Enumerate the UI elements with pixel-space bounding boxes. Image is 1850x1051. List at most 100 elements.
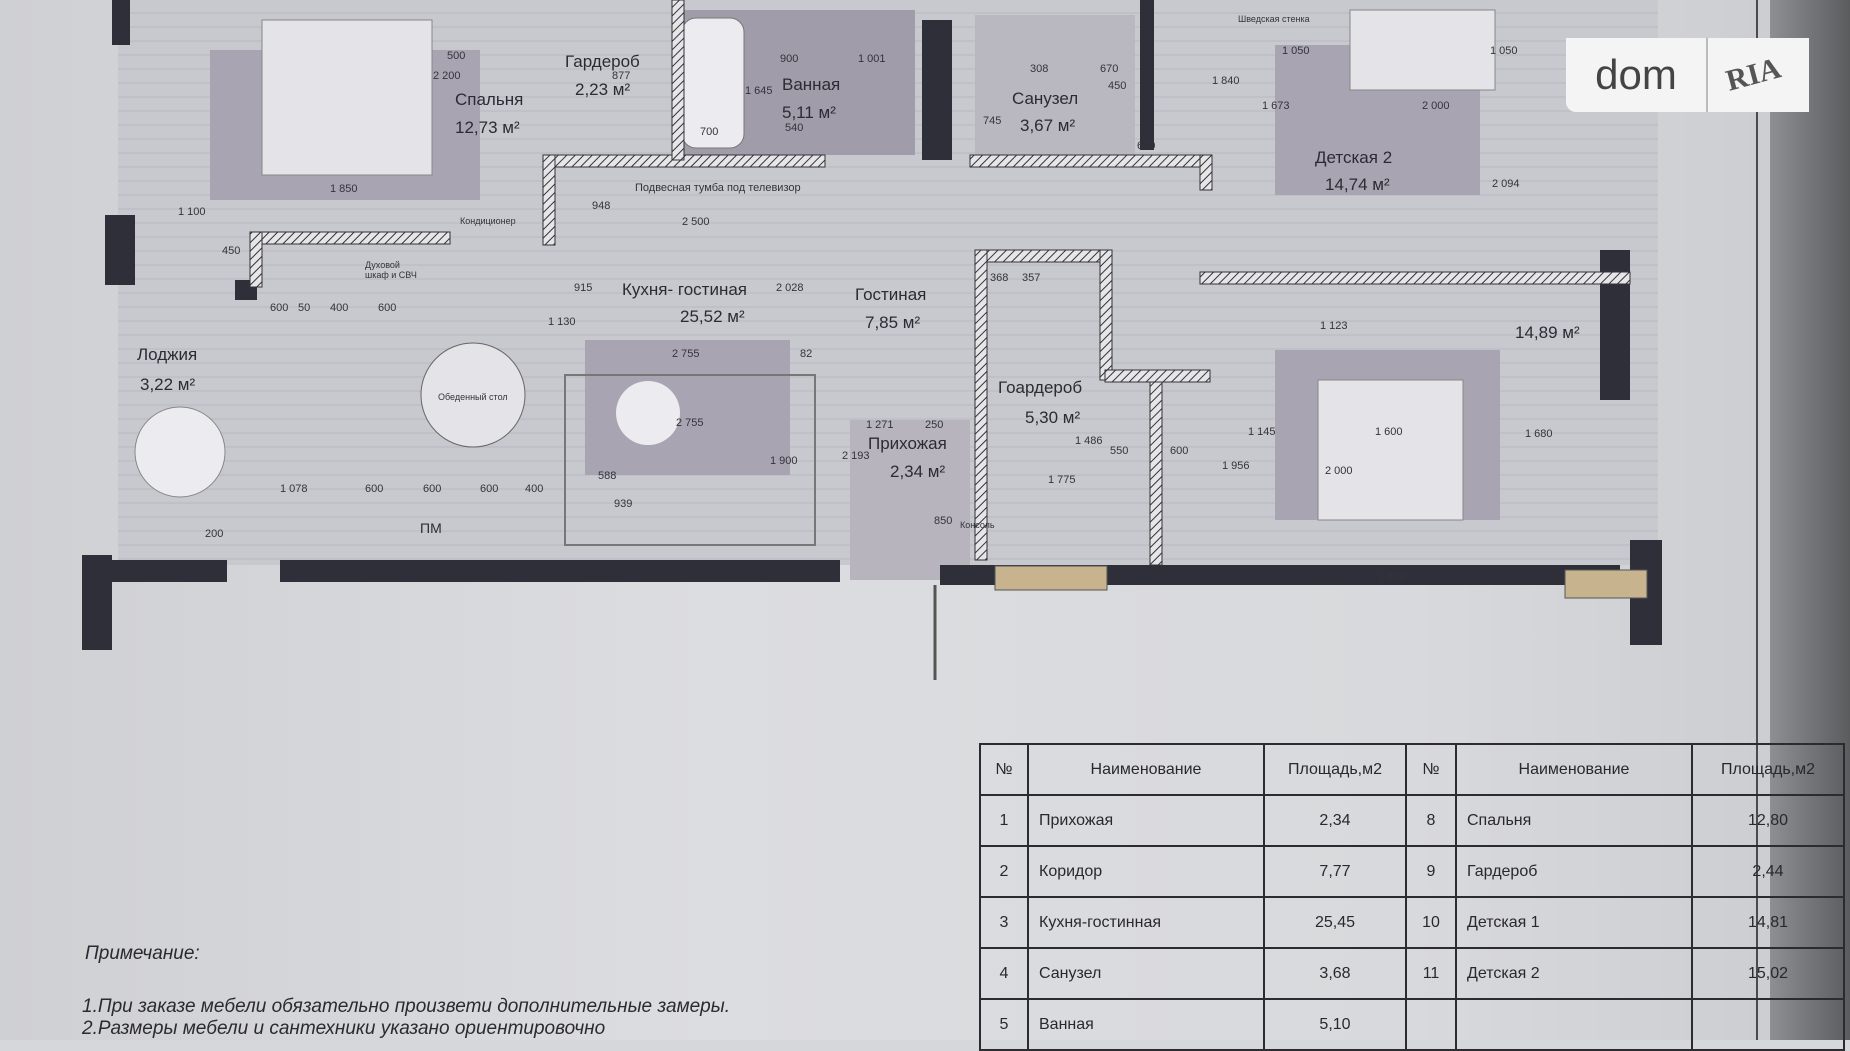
- dimension-label: 1 600: [1378, 571, 1406, 583]
- domria-logo: dom RIA: [1566, 38, 1809, 112]
- table-header: №: [1405, 743, 1457, 796]
- sheet-frame-line: [1756, 0, 1758, 1040]
- dimension-label: 2 500: [682, 216, 710, 228]
- furniture-label-console: Консоль: [960, 520, 995, 530]
- round-rug: [616, 381, 680, 445]
- table-row: 1 Прихожая 2,34 8 Спальня 12,80: [979, 794, 1845, 847]
- table-cell: 2: [979, 845, 1029, 898]
- logo-mark: RIA: [1722, 51, 1785, 98]
- table-header: Площадь,м2: [1263, 743, 1407, 796]
- notes-title: Примечание:: [85, 943, 200, 964]
- sofa: [564, 374, 816, 546]
- dimension-label: 1 001: [858, 53, 886, 65]
- furniture-label-tv-stand: Подвесная тумба под телевизор: [635, 182, 801, 194]
- dimension-label: 2 000: [1422, 100, 1450, 112]
- table-cell: Кухня-гостинная: [1027, 896, 1265, 949]
- dimension-label: 915: [574, 282, 593, 294]
- dimension-label: 900: [780, 53, 799, 65]
- table-cell: 3,68: [1263, 947, 1407, 1000]
- room-label-kitchen-living: Кухня- гостиная: [622, 280, 747, 299]
- table-cell: 5,10: [1263, 998, 1407, 1051]
- room-label-kids2: Детская 2: [1315, 148, 1393, 167]
- table-cell: 7,77: [1263, 845, 1407, 898]
- room-area-living: 7,85 м²: [865, 313, 921, 332]
- dimension-label: 2 193: [842, 450, 870, 462]
- dimension-label: 1 050: [1490, 45, 1518, 57]
- table-cell: 2,44: [1691, 845, 1845, 898]
- note-item: 2.Размеры мебели и сантехники указано ор…: [82, 1018, 606, 1039]
- dimension-label: 600: [480, 483, 499, 495]
- room-label-wardrobe2: Гоардероб: [998, 378, 1083, 397]
- floor-plan: [82, 0, 1662, 680]
- logo-divider: [1706, 38, 1708, 112]
- furniture-label-dishwasher: ПМ: [420, 520, 442, 536]
- dimension-label: 600: [365, 483, 384, 495]
- table-header: Наименование: [1027, 743, 1265, 796]
- table-cell: Спальня: [1455, 794, 1693, 847]
- dimension-label: 450: [1108, 80, 1127, 92]
- dimension-label: 2 200: [433, 70, 461, 82]
- table-cell: Гардероб: [1455, 845, 1693, 898]
- logo-text: dom: [1595, 51, 1677, 98]
- furniture-label-oven: Духовой шкаф и СВЧ: [365, 260, 417, 280]
- kids2-bed: [1349, 9, 1496, 91]
- furniture-label-wall-bars: Шведская стенка: [1238, 14, 1310, 24]
- dimension-label: 400: [330, 302, 349, 314]
- dimension-label: 1 078: [280, 483, 308, 495]
- room-area-kids1: 14,89 м²: [1515, 323, 1580, 342]
- dimension-label: 1 673: [1262, 100, 1290, 112]
- table-cell: [1691, 998, 1845, 1051]
- table-cell: Прихожая: [1027, 794, 1265, 847]
- table-header: №: [979, 743, 1029, 796]
- dimension-label: 1 100: [178, 206, 206, 218]
- dimension-label: 2 000: [1325, 465, 1353, 477]
- dimension-label: 50: [298, 302, 311, 314]
- dimension-label: 700: [700, 126, 719, 138]
- dimension-label: 450: [222, 245, 241, 257]
- room-area-table: № Наименование Площадь,м2 № Наименование…: [979, 743, 1845, 1051]
- furniture-label-aircon: Кондиционер: [460, 216, 516, 226]
- dimension-label: 357: [1022, 272, 1041, 284]
- toilet-room: [975, 15, 1135, 155]
- dimension-label: 1 680: [1525, 428, 1553, 440]
- table-row: 2 Коридор 7,77 9 Гардероб 2,44: [979, 845, 1845, 898]
- room-area-kids2: 14,74 м²: [1325, 175, 1390, 194]
- room-area-hallway: 2,34 м²: [890, 462, 946, 481]
- table-row: 3 Кухня-гостинная 25,45 10 Детская 1 14,…: [979, 896, 1845, 949]
- dimension-label: 540: [785, 122, 804, 134]
- room-area-loggia: 3,22 м²: [140, 375, 196, 394]
- room-label-wardrobe: Гардероб: [565, 52, 640, 71]
- dimension-label: 1 850: [330, 183, 358, 195]
- room-label-hallway: Прихожая: [868, 434, 947, 453]
- room-area-bedroom: 12,73 м²: [455, 118, 520, 137]
- dimension-label: 600: [1170, 445, 1189, 457]
- dimension-label: 1 050: [1282, 45, 1310, 57]
- dimension-label: 1 840: [1212, 75, 1240, 87]
- room-area-bathroom: 5,11 м²: [782, 103, 836, 122]
- window-bottom-right: [1564, 569, 1648, 599]
- dimension-label: 850: [934, 515, 953, 527]
- dimension-label: 200: [205, 528, 224, 540]
- dimension-label: 1 145: [1248, 426, 1276, 438]
- room-label-living: Гостиная: [855, 285, 927, 304]
- room-area-toilet: 3,67 м²: [1020, 116, 1076, 135]
- kids1-bed: [1317, 379, 1464, 521]
- dimension-label: 600: [423, 483, 442, 495]
- dimension-label: 308: [1030, 63, 1049, 75]
- dimension-label: 2 755: [672, 348, 700, 360]
- table-cell: Детская 2: [1455, 947, 1693, 1000]
- table-cell: 10: [1405, 896, 1457, 949]
- dimension-label: 2 028: [776, 282, 804, 294]
- dimension-label: 600: [1137, 140, 1156, 152]
- dimension-label: 82: [800, 348, 813, 360]
- dimension-label: 1 130: [548, 316, 576, 328]
- dimension-label: 550: [1110, 445, 1129, 457]
- dimension-label: 1 486: [1075, 435, 1103, 447]
- dimension-label: 1 600: [1375, 426, 1403, 438]
- dimension-label: 588: [598, 470, 617, 482]
- window-bottom-left: [994, 565, 1108, 591]
- dimension-label: 745: [983, 115, 1002, 127]
- table-cell: 5: [979, 998, 1029, 1051]
- table-cell: 1: [979, 794, 1029, 847]
- room-label-bedroom: Спальня: [455, 90, 524, 109]
